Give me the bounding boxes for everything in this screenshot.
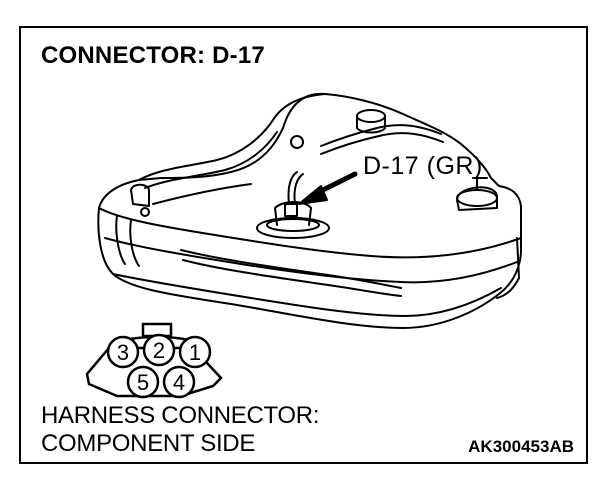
pin-4-circle (162, 365, 196, 399)
right-wall (496, 237, 520, 299)
tank-bottom-edge (112, 273, 502, 317)
pin-5-circle (126, 365, 160, 399)
reference-code: AK300453AB (468, 437, 574, 456)
top-tubing2 (320, 132, 444, 155)
tank-rib2 (182, 259, 402, 297)
diagram-frame: CONNECTOR: D-17 (19, 26, 588, 464)
filler-neck-body (356, 115, 386, 134)
pump-hose (287, 171, 304, 205)
pin-3-label: 3 (117, 340, 129, 365)
pin-4-label: 4 (173, 370, 185, 395)
tank-front-lower (104, 237, 518, 284)
pin-2-label: 2 (153, 338, 165, 363)
pin-1-label: 1 (189, 340, 201, 365)
fuel-pump-connector (284, 203, 298, 217)
left-fitting-cap (140, 207, 150, 217)
connector-callout-label: D-17 (GR) (363, 152, 483, 180)
vent-hose (152, 183, 252, 205)
fuel-pump-ring-inner (266, 218, 320, 232)
fuel-tank-illustration (97, 92, 522, 329)
tank-upper-ridge (138, 93, 326, 181)
tank-side-groove2 (129, 219, 140, 267)
tank-boss (290, 135, 304, 149)
pin-1-circle (178, 335, 212, 369)
tank-side-groove (115, 215, 126, 265)
pin-2-circle (142, 333, 176, 367)
connector-pinout-icon: 3 2 1 5 4 (85, 322, 223, 399)
caption-line-1: HARNESS CONNECTOR: (41, 402, 320, 429)
top-tubing (320, 124, 442, 147)
pin-5-label: 5 (137, 370, 149, 395)
fuel-pump-body (274, 201, 312, 226)
tank-inner-ridge (144, 131, 278, 189)
diagram-title: CONNECTOR: D-17 (41, 42, 265, 69)
tank-front-face (98, 207, 522, 259)
pin-3-circle (106, 335, 140, 369)
tank-outline (97, 92, 522, 329)
pointer-arrowhead (298, 185, 328, 205)
left-fitting (130, 183, 150, 207)
right-fitting-stem (472, 177, 488, 191)
tank-rib (180, 249, 402, 289)
caption-line-2: COMPONENT SIDE (41, 430, 256, 457)
